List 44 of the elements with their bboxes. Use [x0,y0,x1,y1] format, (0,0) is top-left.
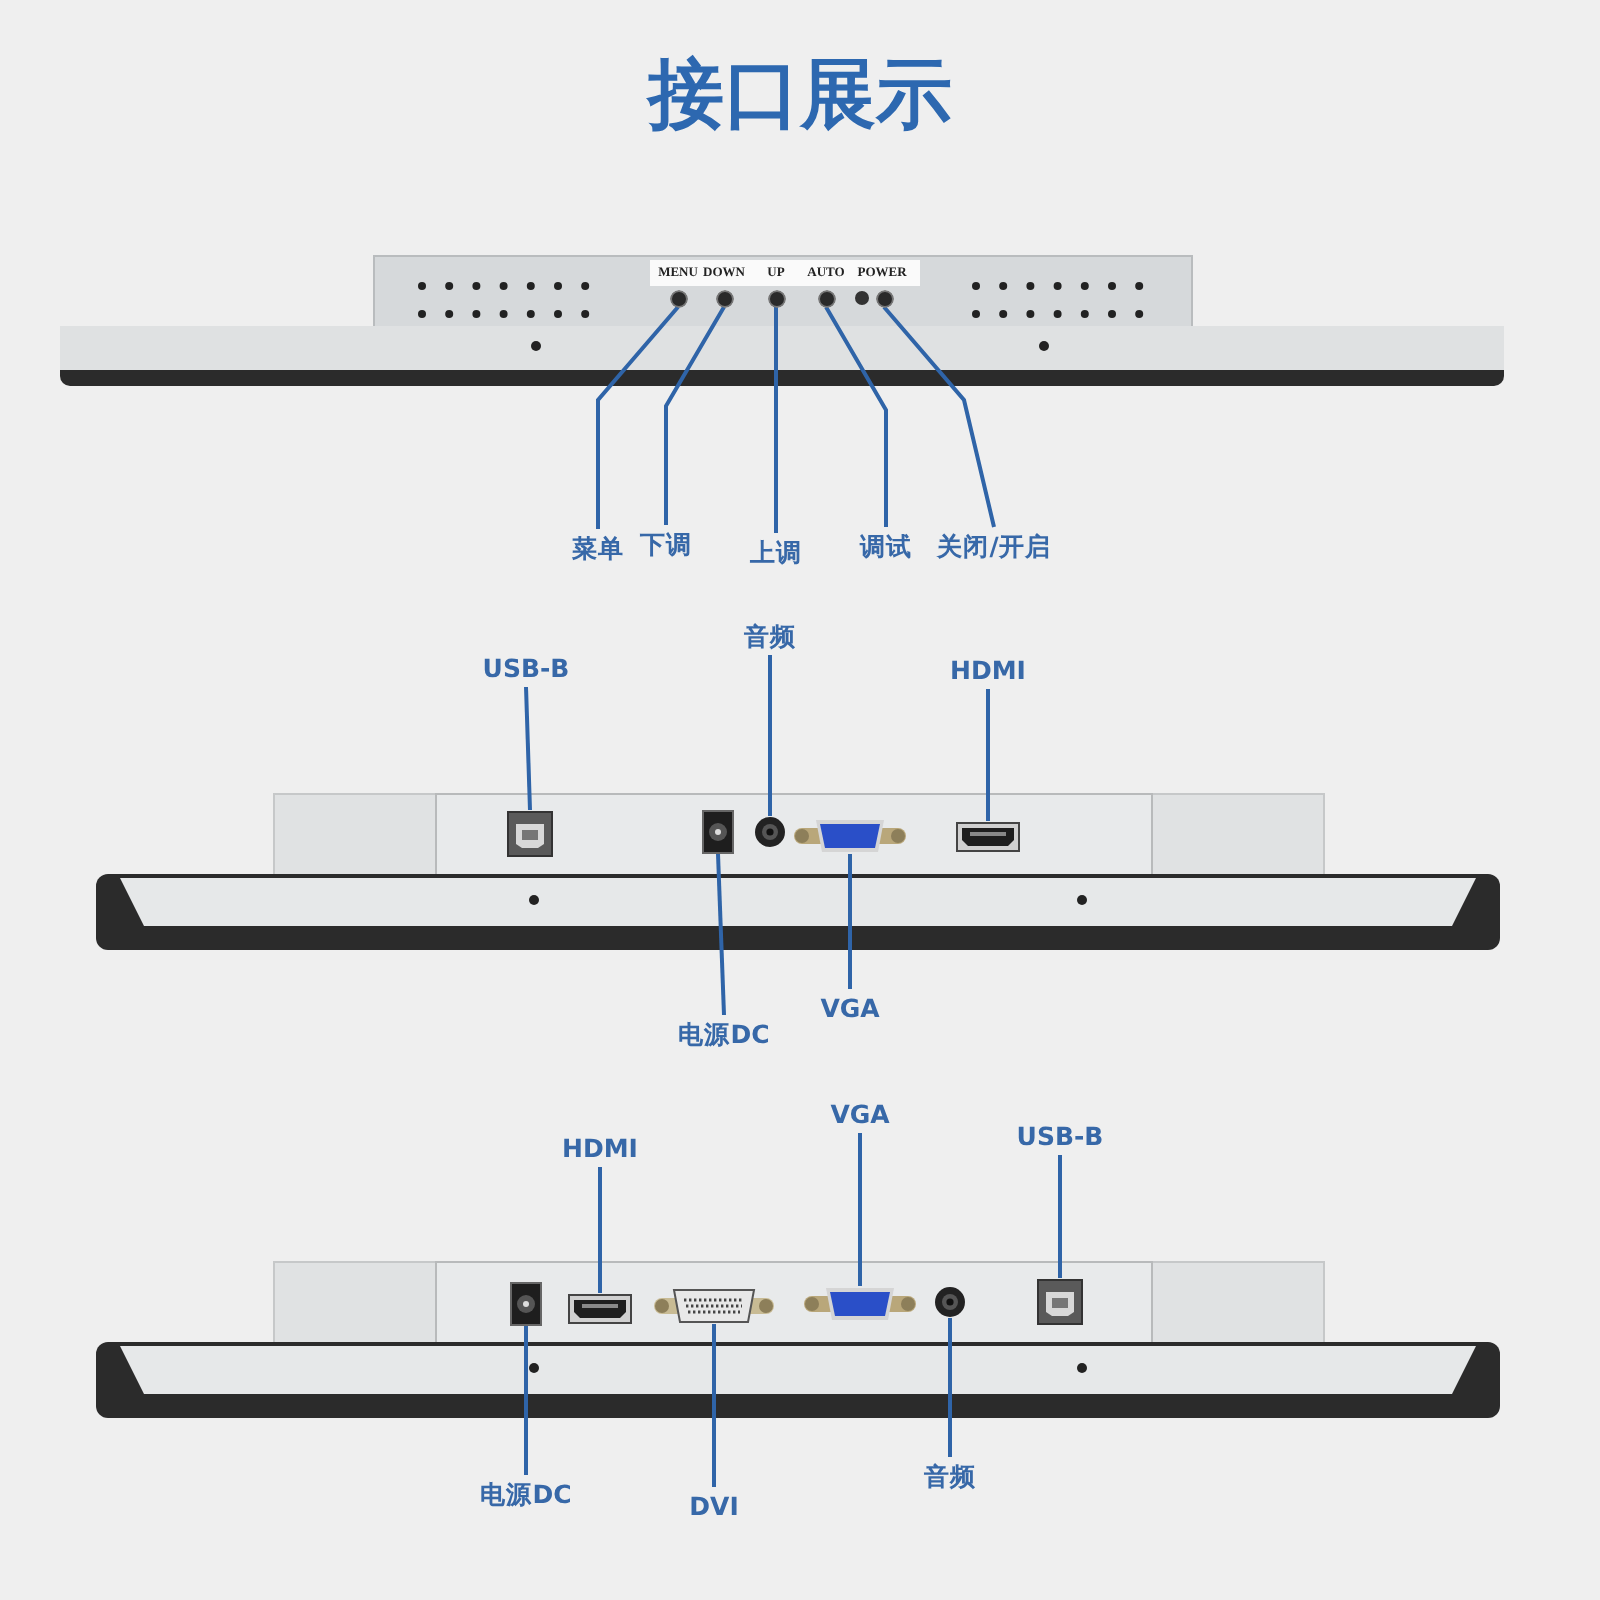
port-label: 电源DC [480,1479,572,1509]
port-label: 音频 [744,621,796,651]
leader-line [848,854,852,989]
port-label: DVI [689,1491,739,1521]
port-label: VGA [820,993,880,1023]
leader-line [858,1133,862,1286]
audio-jack [754,816,786,848]
port-label: 关闭/开启 [937,531,1051,561]
port-label: USB-B [482,653,570,683]
leader-line [598,1167,602,1293]
port-label: HDMI [950,655,1026,685]
hdmi-port [568,1293,632,1323]
leader-line [1058,1155,1062,1278]
port-label: 电源DC [678,1019,770,1049]
leader-line [596,305,680,529]
vga-port [790,818,910,854]
port-label: 音频 [924,1461,976,1491]
dvi-port [652,1288,776,1324]
port-label: 下调 [640,529,692,559]
audio-jack [934,1286,966,1318]
leader-line [986,689,990,821]
leader-line [768,655,772,816]
usb-b-port [1036,1278,1084,1326]
dc-power-jack [702,810,734,854]
vga-port [800,1286,920,1322]
port-label: VGA [830,1099,890,1129]
port-label: HDMI [562,1133,638,1163]
leader-line [524,686,532,811]
title: 接口展示 [644,48,954,142]
leader-line [948,1318,952,1457]
dc-power-jack [510,1282,542,1326]
leader-line [882,305,996,528]
leader-line [824,306,888,527]
port-label: 上调 [750,537,802,567]
hdmi-port [956,821,1020,851]
port-label: 菜单 [572,533,624,563]
leader-line [712,1324,716,1487]
usb-b-port [506,810,554,858]
leader-line [524,1326,528,1475]
port-label: 调试 [860,531,912,561]
leader-line [664,306,726,525]
leader-line [774,307,778,533]
port-label: USB-B [1016,1121,1104,1151]
leader-line [716,853,726,1016]
